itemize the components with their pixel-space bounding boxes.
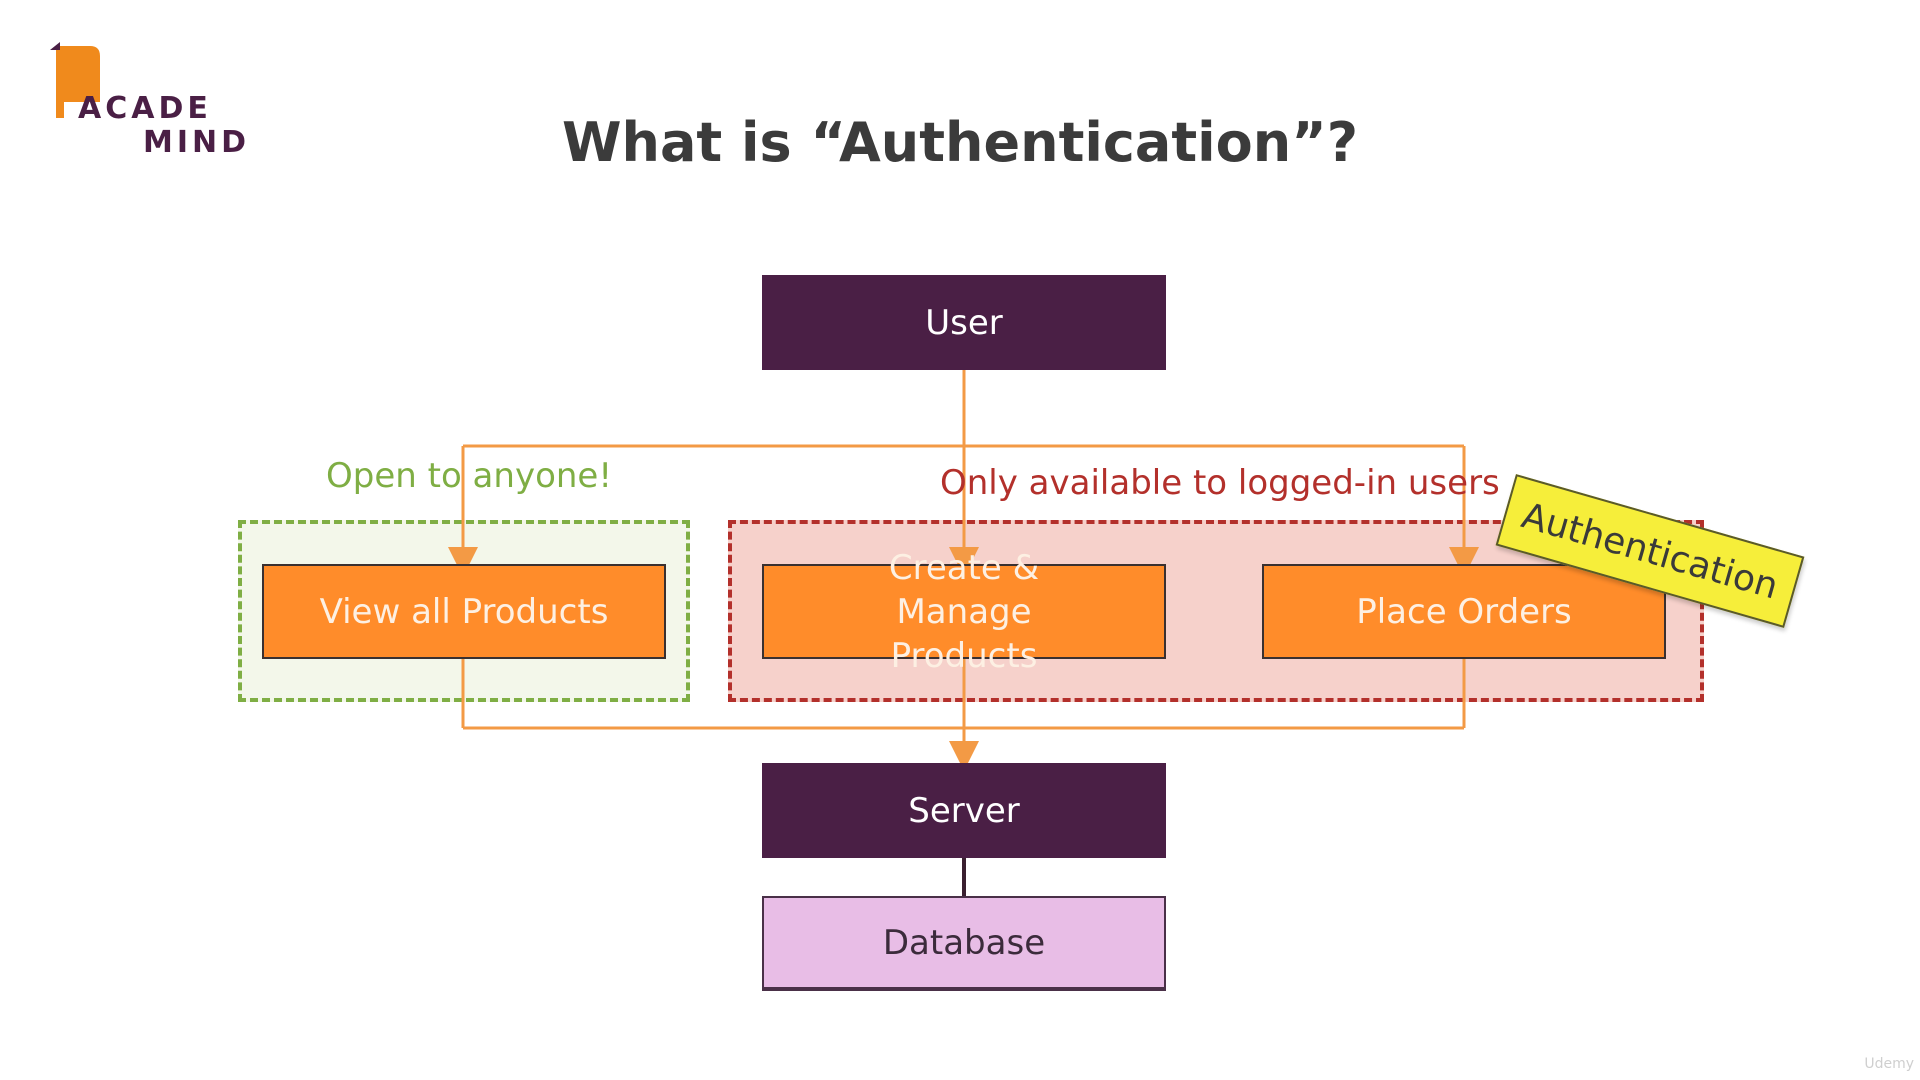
- database-node: Database: [762, 896, 1166, 991]
- udemy-watermark: Udemy: [1864, 1056, 1914, 1072]
- logo-text-line2: MIND: [143, 125, 251, 160]
- slide-title: What is “Authentication”?: [561, 111, 1359, 174]
- create-products-node: Create & Manage Products: [762, 548, 1166, 676]
- logo-banner-icon: [50, 42, 100, 118]
- place-orders-node: Place Orders: [1262, 564, 1666, 659]
- server-node: Server: [762, 763, 1166, 858]
- public-zone-label: Open to anyone!: [326, 456, 612, 496]
- user-node: User: [762, 275, 1166, 370]
- logo-text-line1: ACADE: [78, 91, 212, 126]
- protected-zone-label: Only available to logged-in users: [940, 463, 1500, 503]
- academind-logo: ACADE MIND: [50, 40, 250, 170]
- view-products-node: View all Products: [262, 564, 666, 659]
